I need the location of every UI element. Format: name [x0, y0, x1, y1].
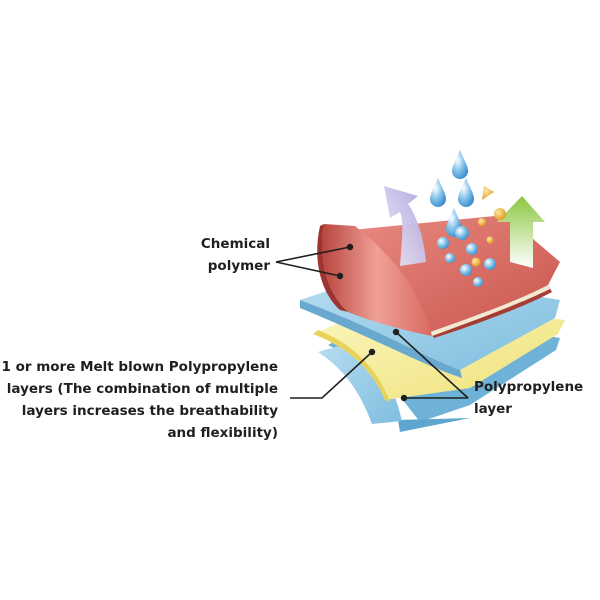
polypropylene-layer-label-line-2: layer	[474, 401, 512, 417]
polypropylene-layer-label-line-1: Polypropylene	[474, 379, 584, 395]
orange-particles	[471, 186, 506, 267]
melt-blown-label-line-1: 1 or more Melt blown Polypropylene	[1, 359, 278, 375]
chemical-polymer-label: Chemical polymer	[201, 233, 270, 277]
water-droplets	[430, 150, 496, 287]
leader-melt-blown	[290, 351, 373, 399]
melt-blown-label-line-4: and flexibility)	[167, 425, 278, 441]
leader-dots	[336, 243, 408, 402]
polypropylene-layer-label: Polypropylene layer	[474, 376, 583, 420]
melt-blown-label: 1 or more Melt blown Polypropylene layer…	[1, 356, 278, 444]
melt-blown-label-line-3: layers increases the breathability	[21, 403, 278, 419]
vapor-out-arrow	[384, 186, 426, 266]
chemical-polymer-label-line-2: polymer	[207, 258, 270, 274]
air-flow-arrow	[497, 196, 545, 268]
chemical-polymer-label-line-1: Chemical	[200, 236, 270, 252]
leader-lines	[275, 246, 469, 399]
leader-chemical-polymer-1	[275, 246, 351, 263]
leader-polypropylene-1	[395, 331, 469, 399]
leader-chemical-polymer-2	[275, 261, 341, 277]
melt-blown-label-line-2: layers (The combination of multiple	[6, 381, 278, 397]
